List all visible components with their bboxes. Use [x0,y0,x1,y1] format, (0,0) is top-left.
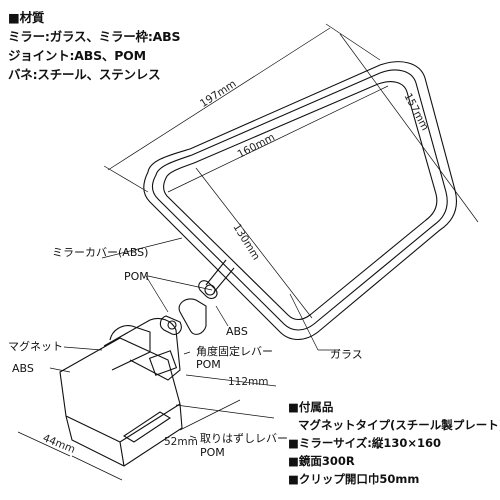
materials-line-joint: ジョイント:ABS、POM [8,48,146,63]
release-lever [122,411,172,443]
label-abs-joint: ABS [226,325,248,338]
accessories-clip-opening: ■クリップ開口巾50mm [288,472,420,486]
materials-heading: ■材質 [8,10,45,25]
mirror-glass [162,81,438,321]
dim-base-depth: 52mm [164,436,198,448]
label-angle-lever: 角度固定レバー [196,345,273,358]
label-mirror-cover: ミラーカバー(ABS) [52,246,149,259]
accessories-heading: ■付属品 [288,400,334,414]
materials-line-spring: バネ:スチール、ステンレス [8,67,161,82]
materials-block: ■材質 ミラー:ガラス、ミラー枠:ABS ジョイント:ABS、POM バネ:スチ… [8,8,180,84]
dim-clip-length: 112mm [228,376,269,388]
label-release-lever: 取りはずしレバー [200,432,288,445]
mirror-arm [205,259,235,293]
joint-ball-top [198,280,218,299]
label-angle-lever-pom: POM [196,358,221,371]
label-release-lever-pom: POM [200,446,225,459]
materials-line-mirror: ミラー:ガラス、ミラー枠:ABS [8,29,181,44]
label-magnet: マグネット [8,340,63,353]
mirror-frame-outer [143,61,458,341]
accessories-curvature: ■鏡面300R [288,454,355,468]
mirror-frame-inner-edge [151,69,448,331]
accessories-block: ■付属品 マグネットタイプ(スチール製プレート) ■ミラーサイズ:縦130×16… [288,398,500,488]
accessories-magnet-type: マグネットタイプ(スチール製プレート) [298,418,500,432]
joint-knob [159,315,182,335]
clip-upper [103,317,181,381]
label-glass: ガラス [330,348,363,361]
label-abs-base: ABS [12,362,34,375]
joint-body [178,298,207,335]
label-pom-top: POM [124,270,149,283]
accessories-mirror-size: ■ミラーサイズ:縦130×160 [288,436,442,450]
